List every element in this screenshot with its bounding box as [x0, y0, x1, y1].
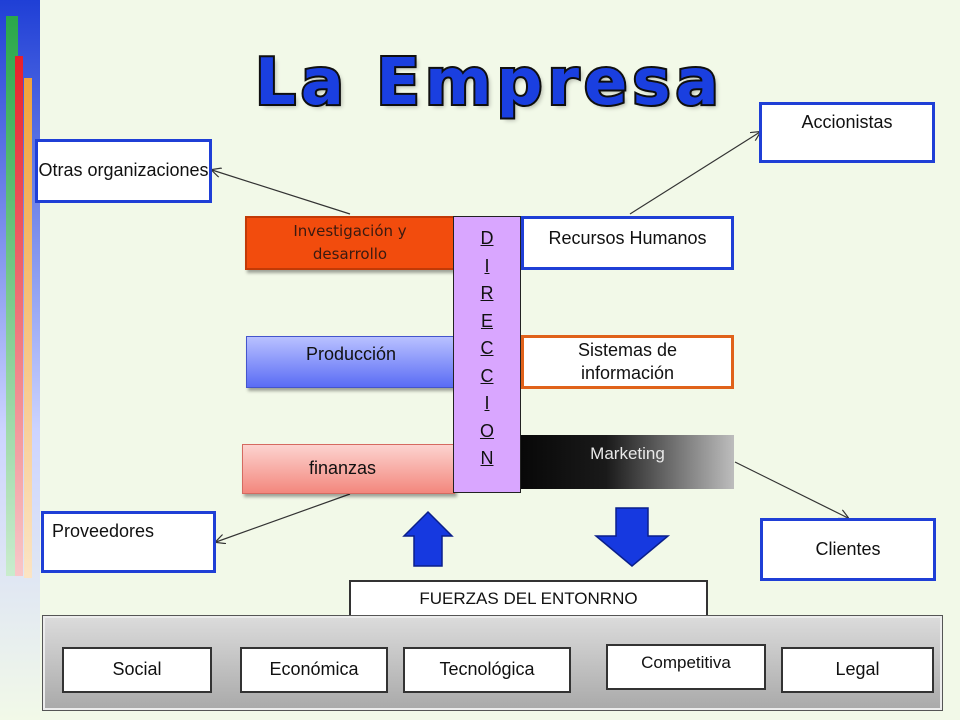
arrow-to-otras — [212, 170, 351, 215]
direccion-column: D I R E C C I O N — [453, 216, 521, 493]
direccion-letter: D — [480, 228, 494, 248]
label-accionistas: Accionistas — [801, 112, 893, 132]
label-fuerzas: FUERZAS DEL ENTONRNO — [419, 588, 638, 608]
decorative-stripe-orange — [24, 78, 32, 578]
label-finanzas: finanzas — [309, 458, 377, 479]
fuerzas-entorno-label-box: FUERZAS DEL ENTONRNO — [349, 580, 708, 618]
dept-finanzas: finanzas — [242, 444, 455, 494]
label-produccion: Producción — [305, 344, 397, 364]
dept-sistemas: Sistemas de información — [521, 335, 734, 389]
label-legal: Legal — [835, 659, 880, 680]
box-accionistas: Accionistas — [759, 102, 935, 163]
dept-marketing: Marketing — [521, 435, 734, 489]
direccion-letter: N — [480, 448, 494, 468]
force-legal: Legal — [781, 647, 934, 693]
direccion-letters: D I R E C C I O N — [454, 225, 520, 473]
up-arrow-icon — [402, 510, 454, 567]
direccion-letter: C — [480, 365, 494, 386]
label-otras: Otras organizaciones — [38, 160, 209, 181]
direccion-letter: I — [484, 255, 490, 276]
force-tecnologica: Tecnológica — [403, 647, 571, 693]
box-proveedores: Proveedores — [41, 511, 216, 573]
label-proveedores: Proveedores — [52, 521, 155, 541]
box-clientes: Clientes — [760, 518, 936, 581]
direccion-letter: E — [480, 310, 493, 331]
label-sistemas: Sistemas de información — [577, 339, 678, 383]
force-competitiva: Competitiva — [606, 644, 766, 690]
down-arrow-icon — [593, 507, 671, 567]
label-clientes: Clientes — [815, 538, 881, 559]
direccion-letter: C — [480, 338, 494, 358]
arrow-to-accionistas — [629, 132, 760, 215]
decorative-stripe-red — [15, 56, 23, 576]
arrow-to-proveedores — [216, 493, 351, 542]
page-title: La Empresa — [253, 44, 724, 122]
label-investigacion: Investigación y desarrollo — [293, 221, 407, 263]
direccion-letter: R — [480, 283, 494, 303]
direccion-letter: I — [484, 393, 490, 413]
dept-investigacion: Investigación y desarrollo — [245, 216, 455, 270]
label-competitiva: Competitiva — [641, 653, 731, 672]
dept-produccion: Producción — [246, 336, 456, 388]
label-marketing: Marketing — [590, 444, 665, 463]
label-tecnologica: Tecnológica — [439, 659, 535, 680]
label-social: Social — [112, 659, 162, 680]
box-otras-organizaciones: Otras organizaciones — [35, 139, 212, 203]
dept-recursos-humanos: Recursos Humanos — [521, 216, 734, 270]
direccion-letter: O — [479, 420, 494, 441]
label-rrhh: Recursos Humanos — [548, 228, 707, 248]
label-economica: Económica — [269, 659, 359, 680]
force-social: Social — [62, 647, 212, 693]
arrow-to-clientes — [734, 461, 848, 518]
force-economica: Económica — [240, 647, 388, 693]
